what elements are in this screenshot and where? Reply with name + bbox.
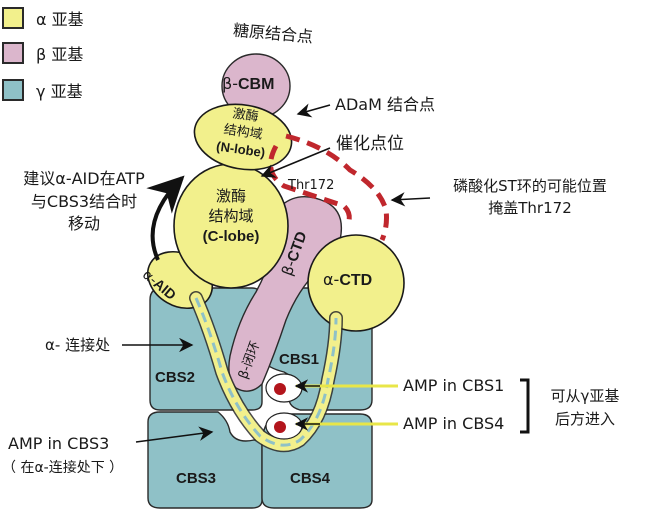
adam-site-label: ADaM 结合点 bbox=[335, 95, 435, 114]
cbs2-label: CBS2 bbox=[155, 369, 196, 386]
legend-swatch-gamma bbox=[2, 79, 24, 101]
cbm-label: β-CBM bbox=[222, 74, 275, 93]
legend-swatch-beta bbox=[2, 42, 24, 64]
n-lobe-label: 激酶结构域(N-lobe) bbox=[215, 106, 267, 160]
catalytic-site-label: 催化点位 bbox=[336, 134, 404, 154]
legend-swatch-alpha bbox=[2, 7, 24, 29]
adam-arrow bbox=[296, 103, 331, 118]
alpha-ctd-label: α-CTD bbox=[323, 270, 373, 289]
st-loop-note: 磷酸化ST环的可能位置掩盖Thr172 bbox=[453, 177, 607, 217]
legend-gamma: γ 亚基 bbox=[2, 75, 83, 105]
amp-cbs1-label: AMP in CBS1 bbox=[403, 376, 505, 395]
legend-label-alpha: α 亚基 bbox=[36, 10, 84, 29]
thr172-label: Thr172 bbox=[288, 178, 335, 193]
kinase-n-lobe bbox=[193, 103, 293, 171]
amp-cbs3-note: （ 在α-连接处下 ） bbox=[2, 460, 124, 476]
st-loop-dashed-outer bbox=[285, 133, 389, 241]
amp-cbs3-label: AMP in CBS3 bbox=[8, 434, 110, 453]
amp-cbs4-label: AMP in CBS4 bbox=[403, 414, 505, 433]
beta-ctd-region bbox=[228, 196, 343, 392]
amp-cbs3-arrow bbox=[135, 426, 214, 443]
cbs1-label: CBS1 bbox=[279, 351, 320, 368]
legend-alpha: α 亚基 bbox=[2, 3, 84, 33]
alpha-ctd-domain bbox=[307, 234, 405, 332]
st-loop-arrow bbox=[390, 192, 431, 207]
amp-bracket bbox=[520, 378, 530, 434]
alpha-linker-label: α- 连接处 bbox=[45, 336, 111, 354]
legend-label-gamma: γ 亚基 bbox=[36, 82, 83, 101]
cbs3-label: CBS3 bbox=[176, 470, 217, 487]
amp-entry-note: 可从γ亚基后方进入 bbox=[550, 387, 620, 428]
aid-move-arrow bbox=[146, 175, 185, 261]
cbs4-label: CBS4 bbox=[290, 470, 331, 487]
legend-label-beta: β 亚基 bbox=[36, 45, 84, 64]
catalytic-arrow bbox=[260, 147, 331, 178]
amp-cbs1-dot bbox=[274, 383, 286, 395]
amp-cbs4-dot bbox=[274, 421, 286, 433]
c-lobe-label: 激酶结构域(C-lobe) bbox=[202, 187, 260, 245]
legend-beta: β 亚基 bbox=[2, 38, 83, 68]
